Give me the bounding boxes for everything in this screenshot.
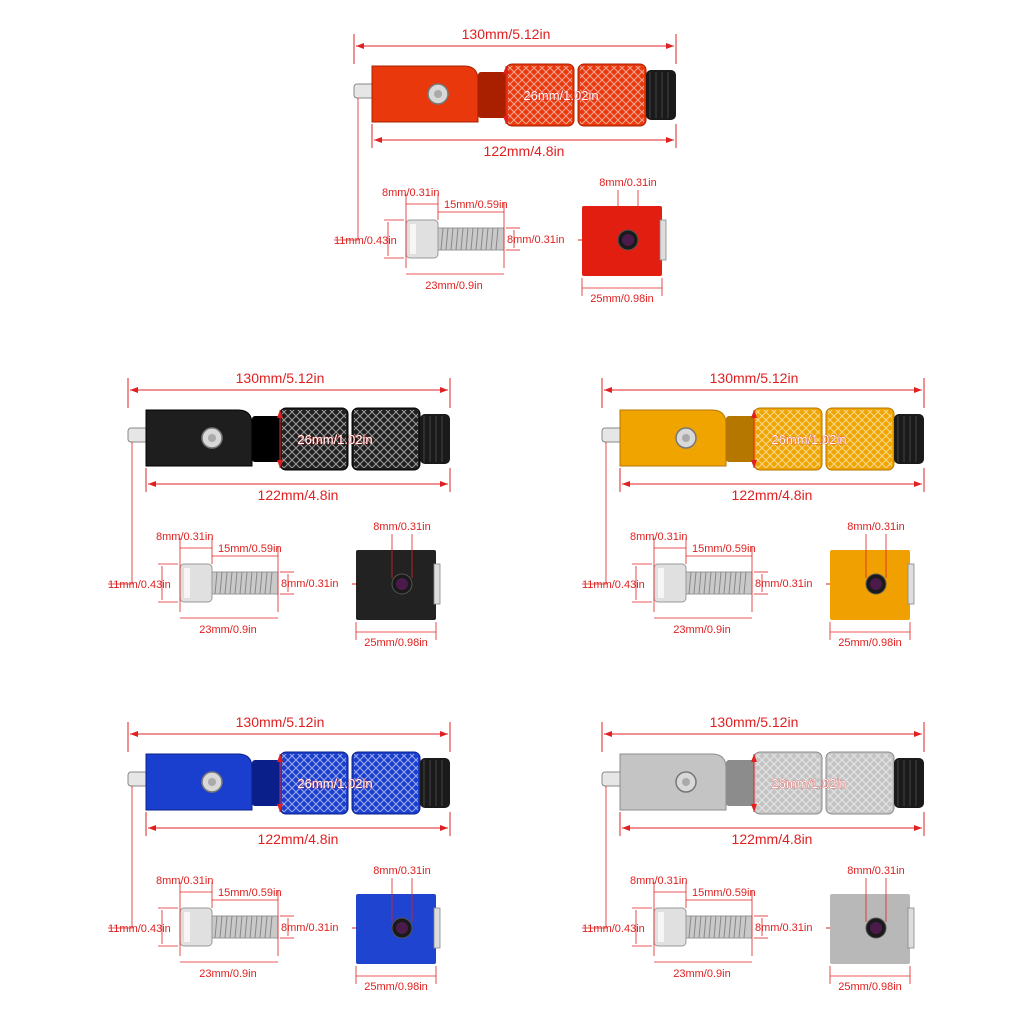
adapter-block: 8mm/0.31in 25mm/0.98in	[829, 865, 915, 993]
bolt-dimensions: 8mm/0.31in 15mm/0.59in 11mm/0.43in 8mm/0…	[582, 531, 812, 636]
footpeg-body	[601, 407, 924, 471]
bolt-dimensions: 8mm/0.31in 15mm/0.59in 11mm/0.43in 8mm/0…	[108, 875, 338, 980]
bolt-dimensions: 8mm/0.31in 15mm/0.59in 11mm/0.43in 8mm/0…	[582, 875, 812, 980]
block-width-label: 25mm/0.98in	[364, 981, 428, 993]
overall-length-dimension: 130mm/5.12in	[601, 714, 925, 752]
grip-diameter-label: 26mm/1.02in	[297, 776, 372, 791]
body-length-dimension: 122mm/4.8in	[619, 812, 925, 847]
mounting-bolt	[653, 563, 753, 603]
body-length-label: 122mm/4.8in	[732, 831, 813, 847]
grip-diameter-dimension: 26mm/1.02in	[751, 410, 847, 468]
grip-diameter-dimension: 26mm/1.02in	[751, 754, 847, 812]
body-length-dimension: 122mm/4.8in	[145, 468, 451, 503]
overall-length-label: 130mm/5.12in	[236, 714, 325, 730]
overall-length-label: 130mm/5.12in	[236, 370, 325, 386]
overall-length-label: 130mm/5.12in	[710, 370, 799, 386]
pin-leader-line	[108, 786, 133, 929]
body-length-label: 122mm/4.8in	[258, 831, 339, 847]
bolt-thread-diameter-label: 8mm/0.31in	[281, 578, 338, 590]
overall-length-dimension: 130mm/5.12in	[601, 370, 925, 408]
bolt-head-diameter-label: 11mm/0.43in	[582, 923, 645, 935]
footpeg-panel-silver: 130mm/5.12in 26mm/1.02in	[582, 712, 934, 1012]
bolt-thread-length-label: 15mm/0.59in	[692, 887, 756, 899]
pin-leader-line	[108, 442, 133, 585]
grip-diameter-label: 26mm/1.02in	[771, 432, 846, 447]
overall-length-dimension: 130mm/5.12in	[127, 714, 451, 752]
grip-diameter-dimension: 26mm/1.02in	[277, 754, 373, 812]
bolt-thread-length-label: 15mm/0.59in	[444, 199, 508, 211]
footpeg-panel-red: 130mm/5.12in 26mm/1.02in	[334, 24, 686, 324]
bolt-thread-length-label: 15mm/0.59in	[692, 543, 756, 555]
footpeg-panel-gold: 130mm/5.12in 26mm/1.02in	[582, 368, 934, 668]
block-hole-label: 8mm/0.31in	[847, 521, 904, 533]
body-length-label: 122mm/4.8in	[484, 143, 565, 159]
bolt-head-length-label: 8mm/0.31in	[630, 875, 687, 887]
bolt-head-diameter-label: 11mm/0.43in	[334, 235, 397, 247]
bolt-thread-length-label: 15mm/0.59in	[218, 543, 282, 555]
mounting-bolt	[405, 219, 505, 259]
grip-diameter-dimension: 26mm/1.02in	[277, 410, 373, 468]
pin-leader-line	[334, 98, 359, 241]
mounting-bolt	[653, 907, 753, 947]
bolt-total-length-label: 23mm/0.9in	[673, 624, 730, 636]
bolt-thread-diameter-label: 8mm/0.31in	[755, 578, 812, 590]
pin-leader-line	[582, 786, 607, 929]
footpeg-panel-blue: 130mm/5.12in 26mm/1.02in	[108, 712, 460, 1012]
bolt-head-diameter-label: 11mm/0.43in	[108, 579, 171, 591]
grip-diameter-dimension: 26mm/1.02in	[503, 66, 599, 124]
footpeg-body	[127, 751, 450, 815]
body-length-label: 122mm/4.8in	[258, 487, 339, 503]
mounting-bolt	[179, 907, 279, 947]
footpeg-panel-black: 130mm/5.12in 26mm/1.02in	[108, 368, 460, 668]
body-length-dimension: 122mm/4.8in	[371, 124, 677, 159]
block-hole-label: 8mm/0.31in	[847, 865, 904, 877]
block-width-label: 25mm/0.98in	[590, 293, 654, 305]
footpeg-body	[601, 751, 924, 815]
bolt-dimensions: 8mm/0.31in 15mm/0.59in 11mm/0.43in 8mm/0…	[334, 187, 564, 292]
overall-length-label: 130mm/5.12in	[462, 26, 551, 42]
bolt-thread-diameter-label: 8mm/0.31in	[507, 234, 564, 246]
bolt-head-diameter-label: 11mm/0.43in	[582, 579, 645, 591]
bolt-thread-diameter-label: 8mm/0.31in	[281, 922, 338, 934]
overall-length-label: 130mm/5.12in	[710, 714, 799, 730]
block-hole-label: 8mm/0.31in	[599, 177, 656, 189]
adapter-block: 8mm/0.31in 25mm/0.98in	[355, 865, 441, 993]
bolt-total-length-label: 23mm/0.9in	[199, 968, 256, 980]
bolt-head-length-label: 8mm/0.31in	[156, 531, 213, 543]
pin-leader-line	[582, 442, 607, 585]
bolt-head-length-label: 8mm/0.31in	[630, 531, 687, 543]
block-width-label: 25mm/0.98in	[838, 981, 902, 993]
bolt-head-length-label: 8mm/0.31in	[382, 187, 439, 199]
grip-diameter-label: 26mm/1.02in	[771, 776, 846, 791]
adapter-block: 8mm/0.31in 25mm/0.98in	[829, 521, 915, 649]
overall-length-dimension: 130mm/5.12in	[127, 370, 451, 408]
bolt-head-length-label: 8mm/0.31in	[156, 875, 213, 887]
bolt-total-length-label: 23mm/0.9in	[199, 624, 256, 636]
adapter-block: 8mm/0.31in 25mm/0.98in	[581, 177, 667, 305]
bolt-head-diameter-label: 11mm/0.43in	[108, 923, 171, 935]
mounting-bolt	[179, 563, 279, 603]
bolt-total-length-label: 23mm/0.9in	[673, 968, 730, 980]
bolt-total-length-label: 23mm/0.9in	[425, 280, 482, 292]
body-length-dimension: 122mm/4.8in	[145, 812, 451, 847]
bolt-thread-diameter-label: 8mm/0.31in	[755, 922, 812, 934]
adapter-block: 8mm/0.31in 25mm/0.98in	[355, 521, 441, 649]
grip-diameter-label: 26mm/1.02in	[523, 88, 598, 103]
footpeg-body	[353, 63, 676, 127]
footpeg-body	[127, 407, 450, 471]
bolt-dimensions: 8mm/0.31in 15mm/0.59in 11mm/0.43in 8mm/0…	[108, 531, 338, 636]
grip-diameter-label: 26mm/1.02in	[297, 432, 372, 447]
body-length-label: 122mm/4.8in	[732, 487, 813, 503]
block-width-label: 25mm/0.98in	[364, 637, 428, 649]
bolt-thread-length-label: 15mm/0.59in	[218, 887, 282, 899]
block-width-label: 25mm/0.98in	[838, 637, 902, 649]
block-hole-label: 8mm/0.31in	[373, 521, 430, 533]
overall-length-dimension: 130mm/5.12in	[353, 26, 677, 64]
body-length-dimension: 122mm/4.8in	[619, 468, 925, 503]
block-hole-label: 8mm/0.31in	[373, 865, 430, 877]
